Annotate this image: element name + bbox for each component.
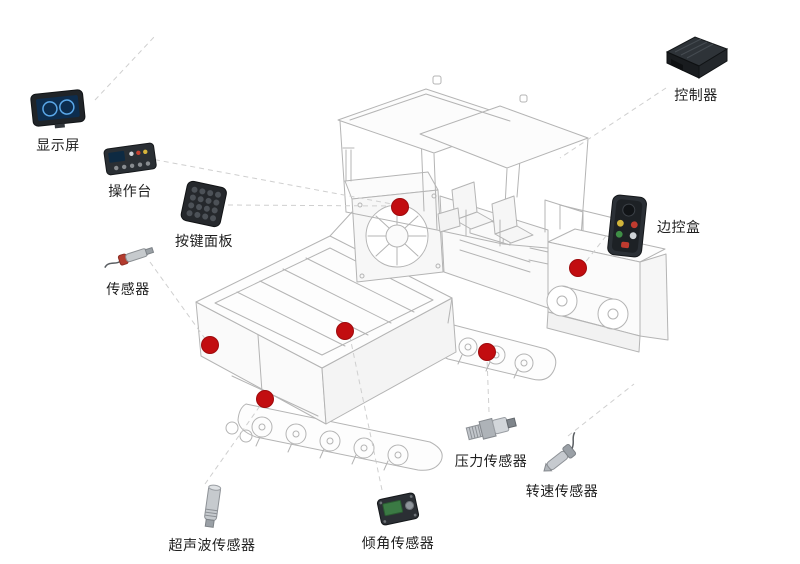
- component-label: 控制器: [674, 88, 718, 104]
- component-label: 超声波传感器: [168, 538, 256, 554]
- component-label: 压力传感器: [454, 454, 528, 470]
- location-marker: [391, 198, 409, 216]
- connector-ultrasonic-sensor: [204, 402, 263, 485]
- component-label: 转速传感器: [525, 484, 599, 500]
- sensor-probe-icon: [104, 246, 155, 269]
- location-marker: [201, 336, 219, 354]
- connector-edge-control-box: [583, 235, 607, 265]
- keypad-panel-icon: [180, 180, 227, 228]
- location-markers: [201, 198, 587, 408]
- component-edge-control-box: 边控盒: [604, 194, 701, 260]
- ultrasonic-sensor-icon: [204, 484, 222, 528]
- component-label: 传感器: [106, 282, 150, 298]
- component-label: 显示屏: [36, 138, 80, 154]
- connector-display: [94, 35, 156, 101]
- edge-control-box-icon: [607, 194, 647, 258]
- connector-controller: [559, 87, 667, 159]
- display-screen-icon: [30, 89, 86, 129]
- component-speed-sensor: 转速传感器: [508, 432, 616, 501]
- speed-sensor-icon: [543, 432, 577, 472]
- connector-keypad: [227, 204, 393, 207]
- component-ultrasonic-sensor: 超声波传感器: [152, 482, 272, 555]
- component-pressure-sensor: 压力传感器: [436, 408, 546, 471]
- component-label: 边控盒: [657, 220, 701, 236]
- connector-speed-sensor: [567, 383, 635, 437]
- operation-console-icon: [103, 142, 157, 176]
- location-marker: [256, 390, 274, 408]
- connector-tilt-sensor: [349, 336, 383, 491]
- component-label: 操作台: [108, 184, 152, 200]
- component-keypad: 按键面板: [168, 178, 240, 251]
- location-marker: [336, 322, 354, 340]
- component-console: 操作台: [92, 138, 168, 201]
- controller-unit-icon: [665, 36, 729, 79]
- component-label: 按键面板: [175, 234, 233, 250]
- component-controller: 控制器: [650, 28, 742, 105]
- location-marker: [478, 343, 496, 361]
- pressure-sensor-icon: [465, 417, 517, 441]
- location-marker: [569, 259, 587, 277]
- component-sensor: 传感器: [86, 240, 170, 299]
- component-tilt-sensor: 倾角传感器: [346, 488, 450, 553]
- connector-console: [145, 157, 393, 205]
- component-display: 显示屏: [18, 86, 98, 155]
- connector-pressure-sensor: [486, 357, 490, 413]
- machine-illustration: [195, 75, 669, 471]
- connector-lines: [94, 35, 667, 491]
- tilt-sensor-icon: [376, 492, 420, 526]
- component-label: 倾角传感器: [361, 536, 435, 552]
- connector-sensor: [149, 261, 207, 341]
